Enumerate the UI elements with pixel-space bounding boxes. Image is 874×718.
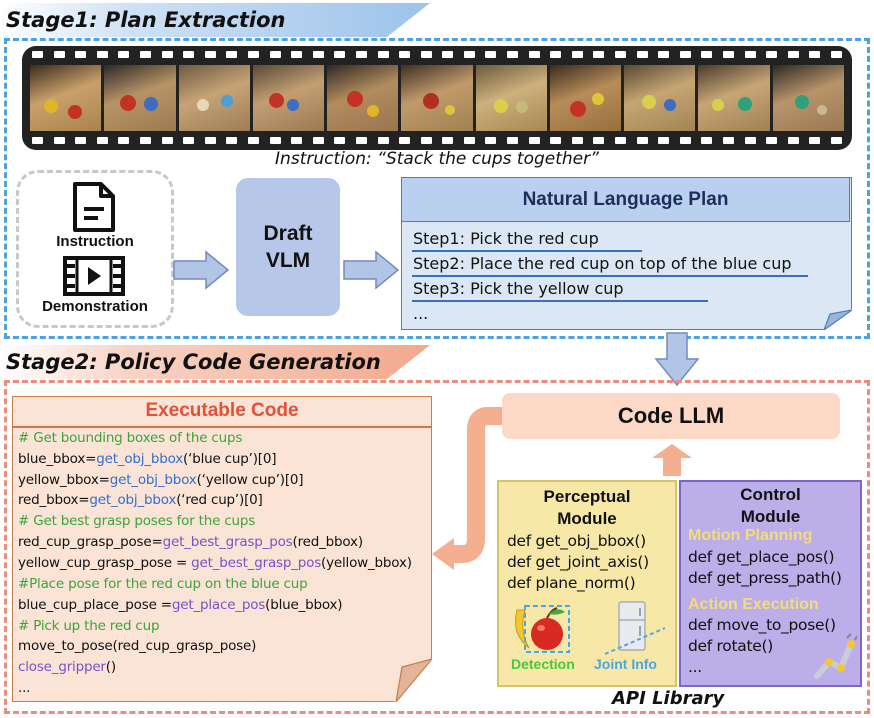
fruit-detection-icon (515, 605, 570, 653)
code-title-divider (12, 426, 432, 428)
demonstration-label: Demonstration (42, 298, 148, 315)
detection-label: Detection (511, 656, 575, 672)
control-function: def rotate() (688, 637, 773, 655)
page-fold-icon (395, 659, 432, 702)
draft-vlm-line2: VLM (265, 249, 311, 272)
document-icon (73, 182, 115, 232)
arrow-up-icon (652, 444, 692, 476)
inputs-box: Instruction Demonstration (16, 170, 174, 328)
motion-planning-label: Motion Planning (688, 527, 813, 544)
draft-vlm-line1: Draft (263, 222, 313, 245)
plan-step: Step3: Pick the yellow cup (413, 279, 624, 298)
demo-frame (178, 65, 250, 131)
curved-arrow-icon (432, 407, 504, 570)
film-sprockets-top (32, 51, 842, 59)
film-frames (30, 65, 844, 131)
executable-code-box (12, 396, 432, 702)
code-comment: # Pick up the red cup (18, 618, 160, 634)
code-comment: #Place pose for the red cup on the blue … (18, 576, 308, 592)
demo-frame (30, 65, 102, 131)
control-title: Module (740, 507, 801, 526)
code-line: red_cup_grasp_pose=get_best_grasp_pos(re… (18, 534, 363, 550)
demonstration-film-strip (22, 46, 852, 150)
draft-vlm-box: Draft VLM (236, 178, 340, 316)
perceptual-function: def get_joint_axis() (507, 553, 649, 571)
code-title: Executable Code (145, 400, 299, 421)
code-line: blue_bbox=get_obj_bbox(‘blue cup’)[0] (18, 451, 277, 467)
perceptual-function: def get_obj_bbox() (507, 532, 646, 550)
page-fold-icon (823, 309, 852, 330)
code-comment: # Get bounding boxes of the cups (18, 430, 243, 446)
plan-underline (412, 250, 642, 252)
stage1-frame (4, 38, 870, 339)
instruction-caption: Instruction: “Stack the cups together” (275, 149, 599, 169)
code-comment: # Get best grasp poses for the cups (18, 513, 256, 529)
perceptual-title: Module (557, 509, 617, 528)
code-line: move_to_pose(red_cup_grasp_pose) (18, 638, 257, 654)
joint-info-label: Joint Info (594, 656, 657, 672)
code-line: ... (18, 680, 31, 696)
demo-frame (401, 65, 473, 131)
control-module: Control Module Motion Planning def get_p… (679, 480, 862, 687)
demo-frame (549, 65, 622, 131)
plan-step: Step1: Pick the red cup (413, 229, 599, 248)
plan-step: ... (413, 304, 429, 323)
control-function: ... (688, 658, 702, 676)
api-library-label: API Library (612, 688, 725, 709)
instruction-label: Instruction (56, 233, 134, 250)
demo-frame (104, 65, 176, 131)
demo-frame (772, 65, 844, 131)
plan-underline (412, 300, 708, 302)
stage2-frame (4, 380, 870, 714)
control-function: def move_to_pose() (688, 616, 836, 634)
demo-frame (624, 65, 696, 131)
perceptual-title: Perceptual (543, 487, 631, 506)
stage1-banner: Stage1: Plan Extraction (0, 3, 430, 37)
code-llm-box: Code LLM (502, 393, 840, 439)
perceptual-module: Perceptual Module def get_obj_bbox() def… (497, 480, 677, 687)
code-line: close_gripper() (18, 659, 116, 675)
robot-arm-icon (814, 633, 857, 679)
film-sprockets-bottom (32, 137, 842, 145)
control-function: def get_place_pos() (688, 548, 835, 566)
video-film-icon (63, 256, 125, 296)
demo-frame (327, 65, 399, 131)
control-title: Control (740, 485, 801, 504)
code-line: yellow_bbox=get_obj_bbox(‘yellow cup’)[0… (18, 472, 304, 488)
demo-frame (475, 65, 547, 131)
plan-step: Step2: Place the red cup on top of the b… (413, 254, 792, 273)
plan-title: Natural Language Plan (401, 177, 850, 222)
demo-frame (252, 65, 325, 131)
arrow-right-icon (343, 250, 400, 290)
arrow-right-icon (173, 250, 230, 290)
code-line: red_bbox=get_obj_bbox(‘red cup’)[0] (18, 492, 263, 508)
code-line: blue_cup_place_pose =get_place_pos(blue_… (18, 597, 343, 613)
action-execution-label: Action Execution (688, 596, 819, 613)
fridge-joint-icon (604, 601, 666, 655)
control-function: def get_press_path() (688, 569, 842, 587)
perceptual-function: def plane_norm() (507, 574, 636, 592)
stage2-banner: Stage2: Policy Code Generation (0, 345, 430, 379)
code-line: yellow_cup_grasp_pose = get_best_grasp_p… (18, 555, 412, 571)
plan-underline (412, 275, 808, 277)
arrow-down-icon (654, 332, 700, 387)
demo-frame (698, 65, 770, 131)
